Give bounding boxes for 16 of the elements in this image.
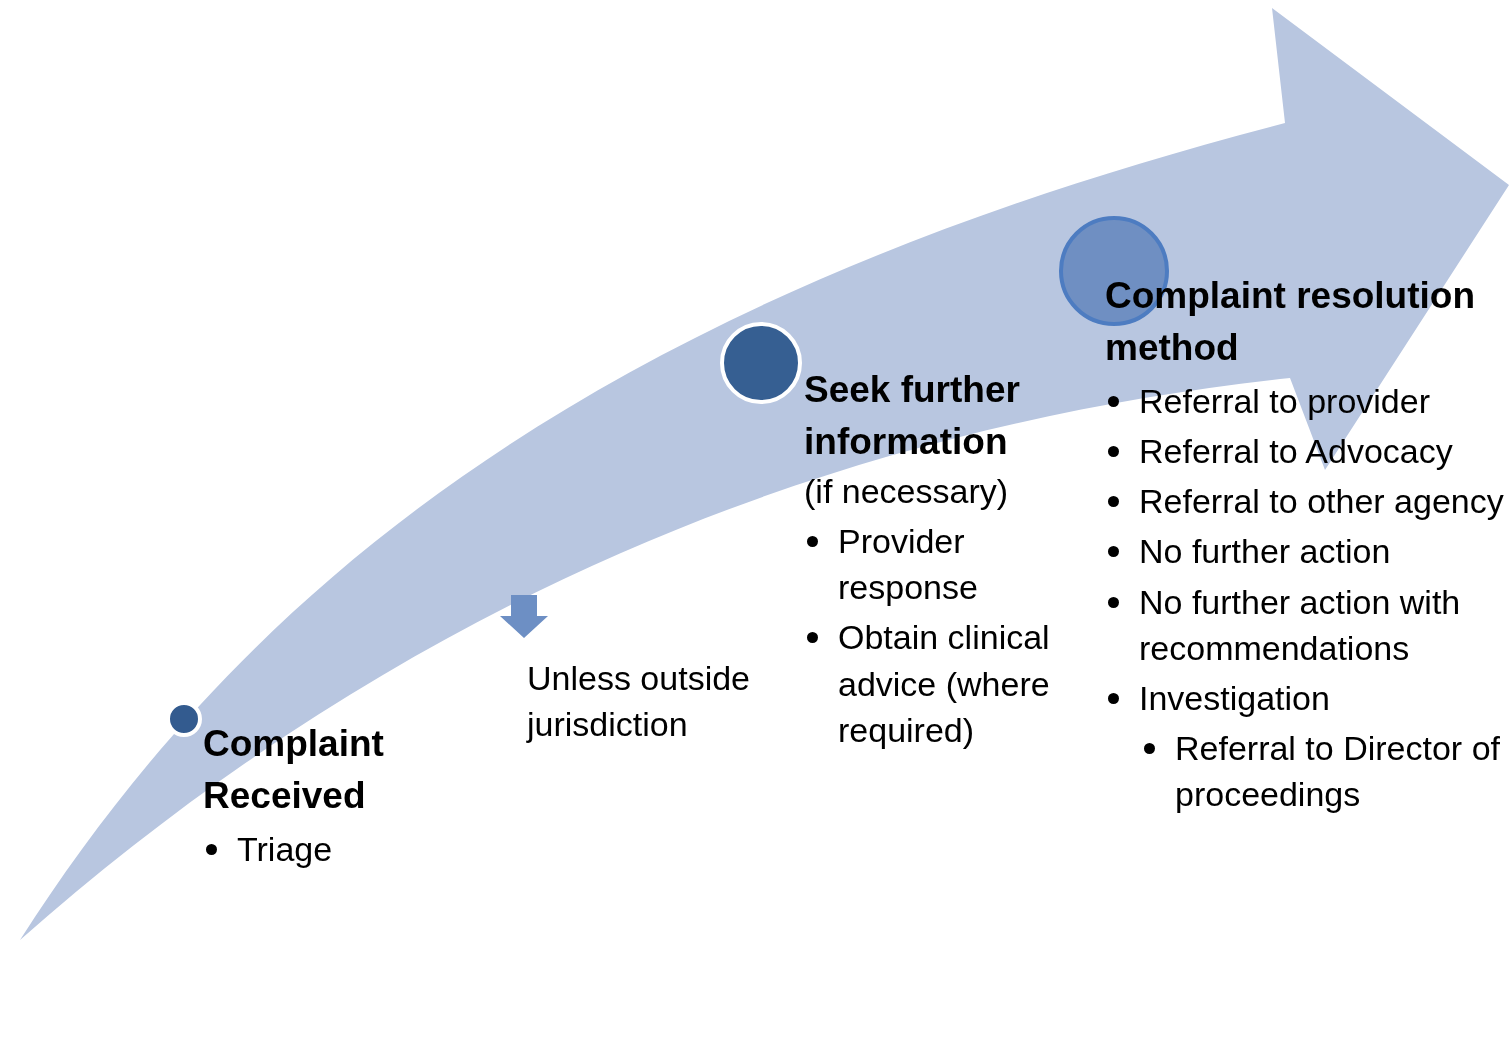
bullet-item: Referral to provider bbox=[1105, 377, 1509, 424]
stage-circle bbox=[720, 322, 802, 404]
bullet-item: Triage bbox=[203, 825, 503, 872]
bullet-item: Investigation bbox=[1105, 675, 1509, 722]
bullet-item: Referral to other agency bbox=[1105, 478, 1509, 525]
bullet-item: Provider response bbox=[804, 517, 1099, 611]
stage-heading: Complaint Received bbox=[203, 722, 385, 818]
bullet-item: Obtain clinical advice (where required) bbox=[804, 614, 1099, 753]
note-text: Unless outside jurisdiction bbox=[527, 658, 751, 746]
bullet-item: No further action with recommendations bbox=[1105, 578, 1509, 671]
sub-bullet-item: Referral to Director of proceedings bbox=[1141, 725, 1509, 818]
bullet-item: No further action bbox=[1105, 528, 1509, 575]
stage-heading: Complaint resolution method bbox=[1105, 274, 1476, 370]
bullet-item: Referral to Advocacy bbox=[1105, 427, 1509, 475]
body-text: (if necessary) bbox=[804, 470, 1010, 512]
stage-heading: Seek further information bbox=[804, 368, 1021, 464]
